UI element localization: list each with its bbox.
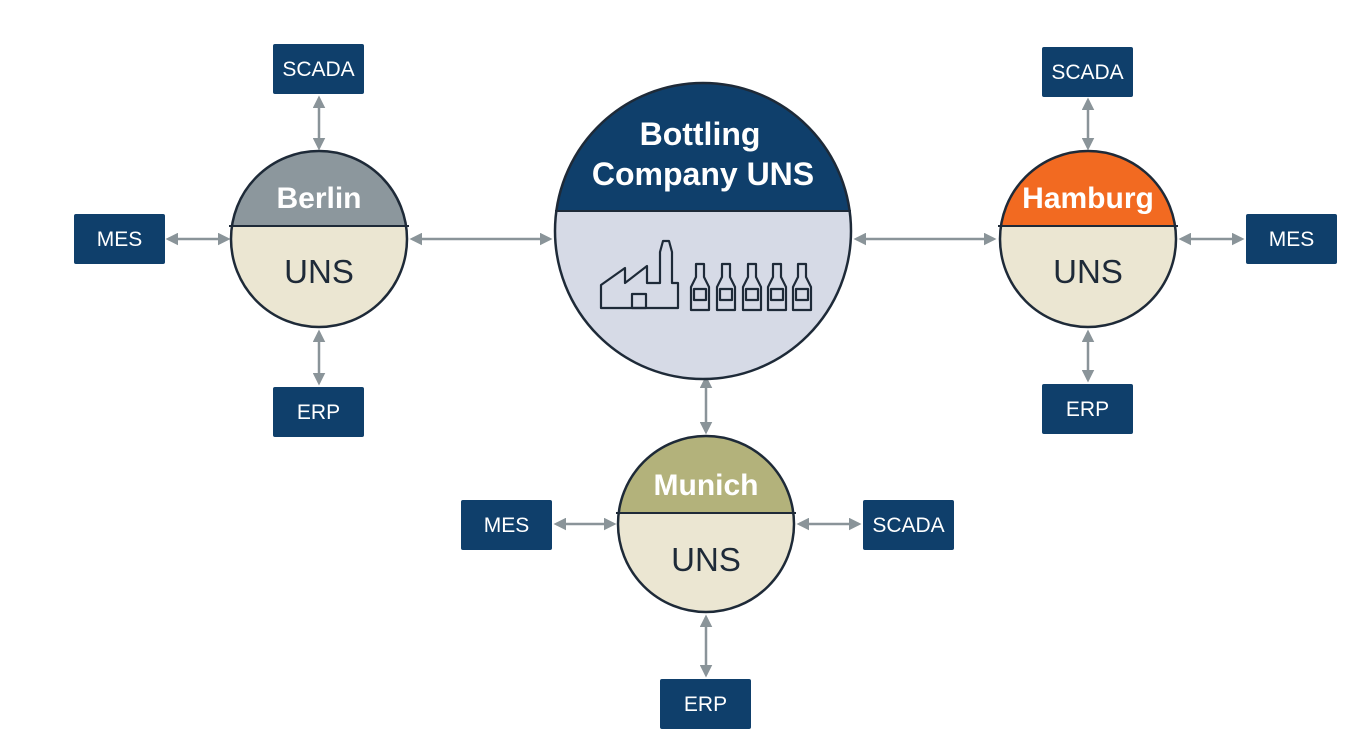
system-box-berlin-scada: SCADA (273, 44, 364, 94)
system-label-hamburg-erp: ERP (1066, 398, 1109, 421)
system-box-munich-mes: MES (461, 500, 552, 550)
factory-icon (599, 239, 680, 310)
site-node-munich: Munich UNS (616, 434, 796, 614)
system-box-hamburg-mes: MES (1246, 214, 1337, 264)
system-label-munich-scada: SCADA (872, 514, 944, 537)
system-label-berlin-erp: ERP (297, 401, 340, 424)
system-label-hamburg-mes: MES (1269, 228, 1315, 251)
factory-and-bottles-icon (599, 239, 813, 312)
connectors (165, 95, 1245, 678)
system-box-berlin-mes: MES (74, 214, 165, 264)
site-name-munich: Munich (654, 469, 759, 502)
system-box-munich-scada: SCADA (863, 500, 954, 550)
hub-title-line2: Company UNS (592, 156, 814, 192)
site-node-hamburg: Hamburg UNS (998, 149, 1178, 329)
system-box-hamburg-scada: SCADA (1042, 47, 1133, 97)
system-box-munich-erp: ERP (660, 679, 751, 729)
hub-node: Bottling Company UNS (553, 81, 853, 381)
system-label-munich-mes: MES (484, 514, 530, 537)
system-label-berlin-scada: SCADA (282, 58, 354, 81)
bottles-icon (689, 262, 813, 312)
site-uns-munich: UNS (671, 541, 741, 578)
system-box-berlin-erp: ERP (273, 387, 364, 437)
site-uns-hamburg: UNS (1053, 253, 1123, 290)
system-label-hamburg-scada: SCADA (1051, 61, 1123, 84)
site-name-hamburg: Hamburg (1022, 182, 1154, 215)
hub-bottom-fill (555, 211, 851, 379)
system-box-hamburg-erp: ERP (1042, 384, 1133, 434)
site-node-berlin: Berlin UNS (229, 149, 409, 329)
site-name-berlin: Berlin (276, 182, 361, 215)
site-uns-berlin: UNS (284, 253, 354, 290)
system-label-berlin-mes: MES (97, 228, 143, 251)
hub-title-line1: Bottling (640, 116, 761, 152)
system-label-munich-erp: ERP (684, 693, 727, 716)
